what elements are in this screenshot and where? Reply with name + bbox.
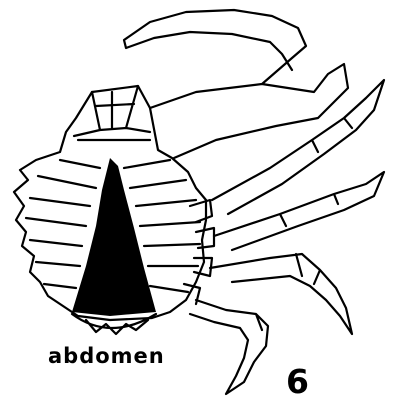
- cheliped: [124, 10, 348, 158]
- abdomen-shape: [72, 158, 156, 316]
- walking-leg-3: [210, 254, 352, 334]
- figure-number: 6: [286, 362, 309, 401]
- front-plates: [74, 86, 150, 140]
- leg-bases: [184, 200, 214, 304]
- abdomen-label: abdomen: [48, 344, 165, 368]
- walking-leg-4: [190, 300, 268, 394]
- walking-leg-1: [212, 80, 384, 214]
